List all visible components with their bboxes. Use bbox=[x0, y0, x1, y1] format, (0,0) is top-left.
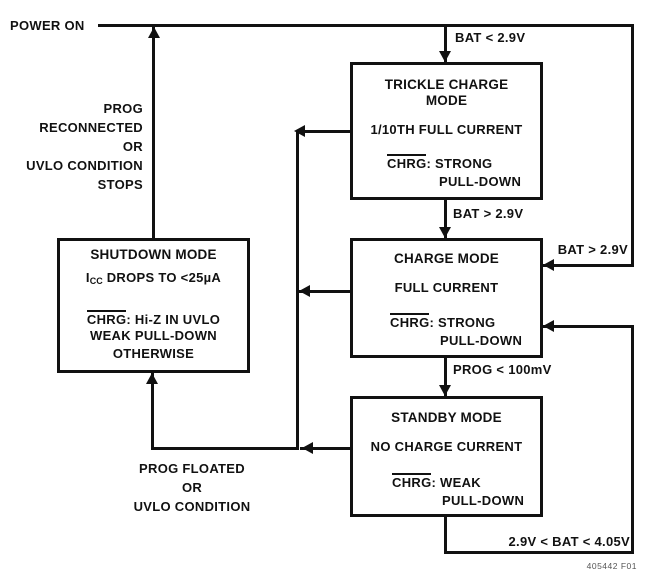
state-box-standby: STANDBY MODE NO CHARGE CURRENT CHRG: WEA… bbox=[350, 396, 543, 517]
shutdown-icc-subscript: CC bbox=[89, 276, 103, 286]
state-box-charge: CHARGE MODE FULL CURRENT CHRG: STRONG PU… bbox=[350, 238, 543, 358]
trickle-detail: 1/10TH FULL CURRENT bbox=[370, 122, 523, 137]
arrow-left-standby-exit-icon bbox=[302, 442, 313, 454]
shutdown-exit-line5: STOPS bbox=[97, 177, 143, 192]
connector-charge-exit-horizontal bbox=[296, 290, 350, 293]
connector-shutdown-entry-vertical bbox=[151, 373, 154, 450]
shutdown-exit-line3: OR bbox=[122, 139, 143, 154]
shutdown-chrg-line2: WEAK PULL-DOWN bbox=[90, 328, 217, 343]
trickle-title-line2: MODE bbox=[425, 93, 468, 108]
power-on-label: POWER ON bbox=[10, 18, 85, 33]
shutdown-exit-line1: PROG bbox=[103, 101, 143, 116]
connector-shutdown-exit-vertical bbox=[152, 27, 155, 238]
transition-label-bat-gt-2p9-trickle: BAT > 2.9V bbox=[453, 206, 524, 221]
arrow-down-into-trickle-icon bbox=[439, 51, 451, 62]
standby-chrg-signal-overlined: CHRG bbox=[392, 473, 432, 490]
trickle-chrg-value: : STRONG bbox=[426, 156, 493, 171]
to-shutdown-line3: UVLO CONDITION bbox=[133, 499, 251, 514]
to-shutdown-line1: PROG FLOATED bbox=[139, 461, 245, 476]
figure-code: 405442 F01 bbox=[586, 561, 637, 571]
standby-chrg-value: : WEAK bbox=[431, 475, 481, 490]
arrow-left-trickle-exit-icon bbox=[294, 125, 305, 137]
arrow-down-into-charge-icon bbox=[439, 227, 451, 238]
shutdown-icc-detail: ICC DROPS TO <25µA bbox=[60, 270, 247, 289]
transition-label-bat-gt-2p9-power: BAT > 2.9V bbox=[557, 242, 628, 257]
standby-detail: NO CHARGE CURRENT bbox=[370, 439, 523, 454]
connector-standby-feedback-horizontal bbox=[543, 325, 634, 328]
connector-bottom-left-horizontal bbox=[151, 447, 299, 450]
connector-trickle-to-charge-vertical bbox=[444, 200, 447, 238]
arrow-left-into-charge-upper-icon bbox=[543, 259, 554, 271]
arrow-up-into-shutdown-icon bbox=[146, 373, 158, 384]
transition-label-to-shutdown: PROG FLOATED OR UVLO CONDITION bbox=[112, 459, 272, 516]
connector-trickle-exit-horizontal bbox=[296, 130, 350, 133]
charge-chrg-state: CHRG: STRONG PULL-DOWN bbox=[390, 313, 522, 350]
charge-chrg-value-line2: PULL-DOWN bbox=[440, 333, 523, 348]
arrow-left-into-charge-lower-icon bbox=[543, 320, 554, 332]
charge-title: CHARGE MODE bbox=[394, 251, 499, 266]
shutdown-chrg-line3: OTHERWISE bbox=[112, 346, 195, 361]
connector-standby-exit-horizontal bbox=[300, 447, 350, 450]
trickle-chrg-value-line2: PULL-DOWN bbox=[439, 174, 522, 189]
shutdown-chrg-signal-overlined: CHRG bbox=[86, 310, 127, 327]
connector-right-vertical-lower bbox=[631, 325, 634, 554]
charge-detail: FULL CURRENT bbox=[394, 280, 499, 295]
arrow-up-into-power-line-icon bbox=[148, 27, 160, 38]
connector-power-on-top-line bbox=[98, 24, 634, 27]
shutdown-chrg-value: : Hi-Z IN UVLO bbox=[126, 312, 221, 327]
shutdown-icc-symbol: I bbox=[85, 270, 90, 285]
connector-charge-to-standby-vertical bbox=[444, 358, 447, 396]
shutdown-exit-line4: UVLO CONDITION bbox=[26, 158, 143, 173]
shutdown-icc-rest: DROPS TO <25µA bbox=[102, 270, 222, 285]
standby-chrg-state: CHRG: WEAK PULL-DOWN bbox=[392, 473, 524, 510]
shutdown-chrg-state: CHRG: Hi-Z IN UVLO bbox=[60, 310, 247, 328]
connector-bottom-horizontal bbox=[444, 551, 634, 554]
shutdown-title: SHUTDOWN MODE bbox=[90, 247, 217, 262]
charge-chrg-value: : STRONG bbox=[429, 315, 496, 330]
standby-title: STANDBY MODE bbox=[391, 410, 502, 425]
arrow-down-into-standby-icon bbox=[439, 385, 451, 396]
to-shutdown-line2: OR bbox=[181, 480, 203, 495]
connector-power-to-charge-horizontal bbox=[543, 264, 634, 267]
connector-power-to-trickle-vertical bbox=[444, 24, 447, 62]
standby-chrg-value-line2: PULL-DOWN bbox=[442, 493, 525, 508]
trickle-title-line1: TRICKLE CHARGE bbox=[384, 77, 509, 92]
trickle-chrg-state: CHRG: STRONG PULL-DOWN bbox=[387, 154, 521, 191]
state-box-shutdown: SHUTDOWN MODE ICC DROPS TO <25µA CHRG: H… bbox=[57, 238, 250, 373]
arrow-left-charge-exit-icon bbox=[299, 285, 310, 297]
trickle-chrg-signal-overlined: CHRG bbox=[387, 154, 427, 171]
transition-label-prog-lt-100mv: PROG < 100mV bbox=[453, 362, 552, 377]
connector-standby-down-vertical bbox=[444, 517, 447, 554]
connector-right-vertical-upper bbox=[631, 24, 634, 267]
charge-chrg-signal-overlined: CHRG bbox=[390, 313, 430, 330]
transition-label-bat-lt-2p9: BAT < 2.9V bbox=[455, 30, 526, 45]
transition-label-bat-window: 2.9V < BAT < 4.05V bbox=[508, 534, 630, 549]
transition-label-shutdown-exit: PROG RECONNECTED OR UVLO CONDITION STOPS bbox=[8, 99, 143, 194]
shutdown-exit-line2: RECONNECTED bbox=[39, 120, 143, 135]
